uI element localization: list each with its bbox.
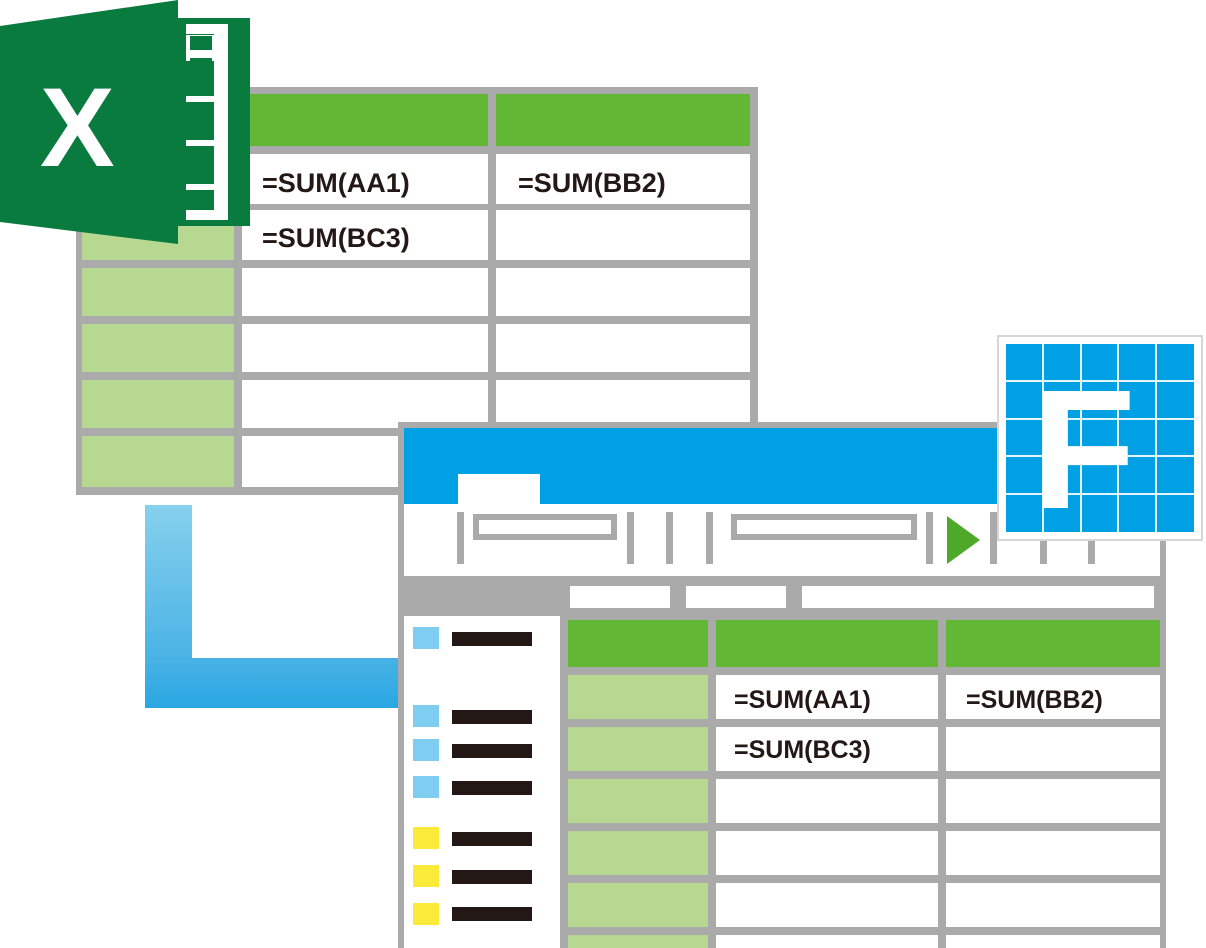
excel-row-header-cell <box>82 268 234 316</box>
app-cell[interactable] <box>946 779 1160 823</box>
toolbar-separator <box>627 512 634 564</box>
app-row-header-cell <box>568 935 708 948</box>
excel-header-cell <box>496 94 750 146</box>
sidebar-list <box>413 627 532 925</box>
app-cell[interactable] <box>716 727 938 771</box>
app-cell[interactable] <box>716 883 938 927</box>
sidebar-item-bar[interactable] <box>452 781 532 795</box>
sidebar-swatch-blue <box>413 627 439 649</box>
app-formula-aa1: =SUM(AA1) <box>734 686 871 714</box>
excel-cell <box>496 324 750 372</box>
app-formula-bb2: =SUM(BB2) <box>966 686 1103 714</box>
toolbar-separator <box>926 512 933 564</box>
toolbar-separator <box>457 512 464 564</box>
excel-logo-letter: X <box>40 65 115 190</box>
app-tab[interactable] <box>458 474 540 506</box>
excel-logo-icon: X <box>0 0 250 244</box>
excel-cell <box>242 380 488 428</box>
app-row-header-cell <box>568 831 708 875</box>
excel-formula-aa1: =SUM(AA1) <box>262 168 410 198</box>
excel-formula-bb2: =SUM(BB2) <box>518 168 666 198</box>
sidebar-item-bar[interactable] <box>452 632 532 646</box>
app-cell[interactable] <box>946 935 1160 948</box>
sidebar-item-bar[interactable] <box>452 870 532 884</box>
app-cell[interactable] <box>946 831 1160 875</box>
sidebar-swatch-blue <box>413 776 439 798</box>
sidebar-item-bar[interactable] <box>452 832 532 846</box>
app-header-cell <box>946 620 1160 667</box>
app-cell[interactable] <box>716 831 938 875</box>
app-cell[interactable] <box>946 883 1160 927</box>
sidebar-item-bar[interactable] <box>452 710 532 724</box>
play-icon[interactable] <box>947 516 980 564</box>
formula-field[interactable] <box>802 586 1154 608</box>
f-logo-letter: F <box>1032 355 1136 545</box>
toolbar-field[interactable] <box>731 514 917 540</box>
excel-row-header-cell <box>82 436 234 487</box>
sidebar-swatch-blue <box>413 739 439 761</box>
excel-cell <box>496 268 750 316</box>
formula-field[interactable] <box>570 586 670 608</box>
app-cell[interactable] <box>716 779 938 823</box>
app-header-cell <box>568 620 708 667</box>
app-row-header-cell <box>568 883 708 927</box>
excel-cell <box>242 210 488 260</box>
excel-row-header-cell <box>82 380 234 428</box>
formula-field[interactable] <box>686 586 786 608</box>
app-cell[interactable] <box>946 727 1160 771</box>
excel-header-cell <box>242 94 488 146</box>
excel-cell <box>242 154 488 204</box>
app-cell[interactable] <box>716 935 938 948</box>
toolbar-field[interactable] <box>473 514 617 540</box>
toolbar-separator <box>990 512 997 564</box>
sidebar-item-bar[interactable] <box>452 744 532 758</box>
app-cell[interactable] <box>716 675 938 719</box>
toolbar-separator <box>706 512 713 564</box>
excel-formula-bc3: =SUM(BC3) <box>262 223 410 253</box>
excel-row-header-cell <box>82 324 234 372</box>
sidebar-swatch-yellow <box>413 903 439 925</box>
app-formula-bc3: =SUM(BC3) <box>734 736 871 764</box>
f-logo-icon: F <box>997 335 1203 545</box>
excel-cell <box>496 154 750 204</box>
sidebar-item-bar[interactable] <box>452 907 532 921</box>
toolbar-separator <box>666 512 673 564</box>
app-row-header-cell <box>568 727 708 771</box>
app-cell[interactable] <box>946 675 1160 719</box>
excel-cell <box>496 380 750 428</box>
app-row-header-cell <box>568 675 708 719</box>
sidebar-swatch-blue <box>413 705 439 727</box>
app-header-cell <box>716 620 938 667</box>
sidebar-swatch-yellow <box>413 827 439 849</box>
sidebar-swatch-yellow <box>413 865 439 887</box>
excel-cell <box>242 324 488 372</box>
excel-cell <box>242 268 488 316</box>
app-window: =SUM(AA1) =SUM(BB2) =SUM(BC3) <box>398 422 1166 948</box>
excel-cell <box>496 210 750 260</box>
app-row-header-cell <box>568 779 708 823</box>
